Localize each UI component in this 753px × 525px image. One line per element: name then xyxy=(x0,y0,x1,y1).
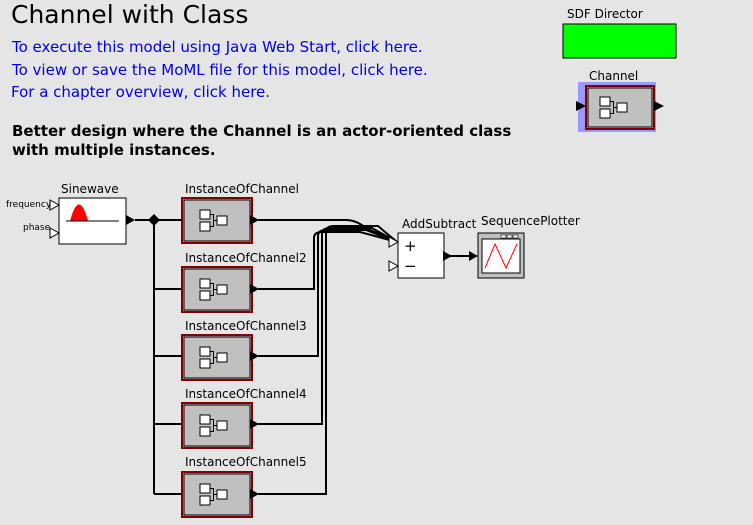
instance-label: InstanceOfChannel xyxy=(185,182,299,196)
instance-label: InstanceOfChannel4 xyxy=(185,387,307,401)
director-label: SDF Director xyxy=(567,7,643,21)
channel-instance[interactable] xyxy=(181,402,259,449)
sdf-director[interactable] xyxy=(562,23,677,59)
sinewave-actor[interactable] xyxy=(49,197,135,245)
channel-instance[interactable] xyxy=(181,471,259,518)
chapter-overview-link[interactable]: For a chapter overview, click here. xyxy=(11,83,271,101)
sinewave-fanout-wires xyxy=(135,219,181,495)
plotter-label: SequencePlotter xyxy=(481,214,580,228)
relation-diamond xyxy=(148,214,160,226)
sinewave-label: Sinewave xyxy=(61,182,119,196)
channel-class-actor[interactable] xyxy=(576,82,664,132)
adder-label: AddSubtract xyxy=(402,217,477,231)
sequence-plotter-actor[interactable] xyxy=(469,232,525,279)
moml-file-link[interactable]: To view or save the MoML file for this m… xyxy=(12,61,428,79)
model-description: Better design where the Channel is an ac… xyxy=(12,122,512,159)
channel-instance[interactable] xyxy=(181,266,259,313)
phase-port-label: phase xyxy=(23,223,51,233)
instance-label: InstanceOfChannel5 xyxy=(185,455,307,469)
frequency-port-label: frequency xyxy=(6,200,52,210)
web-start-link[interactable]: To execute this model using Java Web Sta… xyxy=(12,38,423,56)
channel-instance[interactable] xyxy=(181,197,259,244)
channel-class-label: Channel xyxy=(589,69,638,83)
minus-sign: − xyxy=(404,257,417,275)
channel-instance[interactable] xyxy=(181,334,259,381)
instance-to-adder-wires xyxy=(258,219,474,495)
page-title: Channel with Class xyxy=(11,0,249,29)
instance-label: InstanceOfChannel2 xyxy=(185,251,307,265)
instance-label: InstanceOfChannel3 xyxy=(185,319,307,333)
plus-sign: + xyxy=(404,237,417,255)
add-subtract-actor[interactable]: + − xyxy=(388,232,452,279)
